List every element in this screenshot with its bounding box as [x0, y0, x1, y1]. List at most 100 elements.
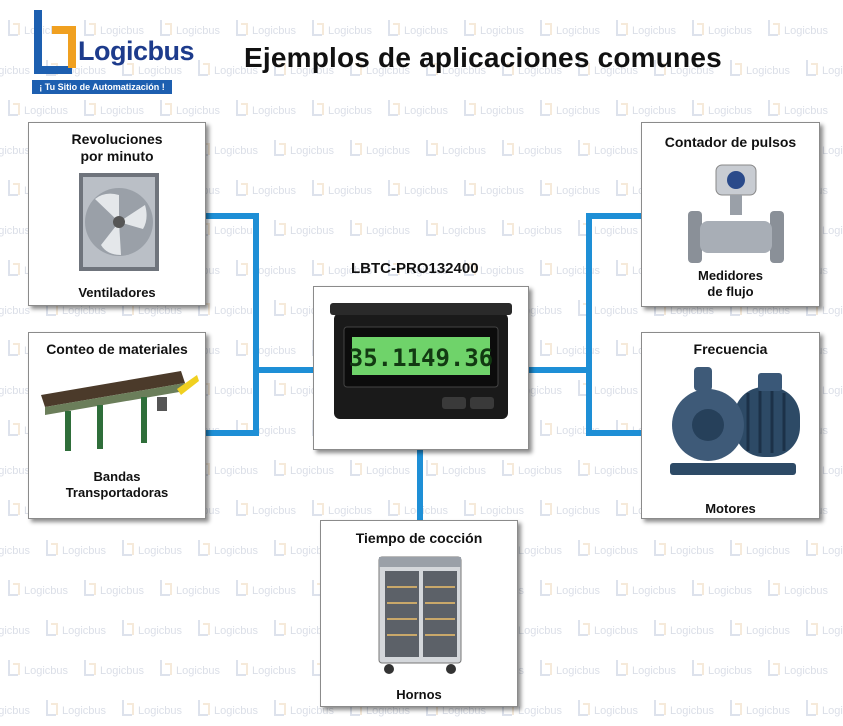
svg-text:Logicbus: Logicbus	[518, 65, 563, 77]
svg-text:Logicbus: Logicbus	[138, 545, 183, 557]
frequency-caption: Motores	[705, 501, 756, 516]
watermark-mark: Logicbus	[578, 540, 639, 557]
svg-text:Logicbus: Logicbus	[176, 25, 221, 37]
watermark-mark: Logicbus	[0, 305, 31, 317]
watermark-mark: Logicbus	[198, 540, 259, 557]
materials-box[interactable]: Conteo de materiales Bandas Transportado…	[28, 332, 206, 519]
lcd-readout: 35.1149.36	[349, 344, 494, 372]
watermark-mark: Logicbus	[236, 180, 297, 197]
frequency-box[interactable]: Frecuencia Motores	[641, 332, 820, 519]
svg-text:Logicbus: Logicbus	[0, 625, 31, 637]
watermark-mark: Logicbus	[198, 620, 259, 637]
watermark-mark: Logicbus	[540, 580, 601, 597]
svg-text:Logicbus: Logicbus	[746, 65, 791, 77]
svg-text:Logicbus: Logicbus	[784, 105, 829, 117]
svg-text:Logicbus: Logicbus	[62, 705, 107, 717]
frequency-title: Frecuencia	[693, 341, 768, 357]
watermark-mark: Logicbus	[46, 620, 107, 637]
watermark-mark: Logicbus	[540, 500, 601, 517]
svg-text:Logicbus: Logicbus	[670, 625, 715, 637]
conveyor-belt-icon	[41, 371, 199, 451]
device-box[interactable]: 35.1149.36	[313, 286, 529, 450]
svg-text:Logicbus: Logicbus	[214, 625, 259, 637]
svg-text:Logicbus: Logicbus	[0, 705, 31, 717]
watermark-mark: Logicbus	[236, 20, 297, 37]
watermark-mark: Logicbus	[502, 220, 563, 237]
svg-text:Logicbus: Logicbus	[138, 705, 183, 717]
svg-text:Logicbus: Logicbus	[138, 625, 183, 637]
cooking-box[interactable]: Tiempo de cocción Hornos	[320, 520, 518, 707]
svg-text:Logicbus: Logicbus	[746, 705, 791, 717]
rpm-box[interactable]: Revoluciones por minuto Ventiladores	[28, 122, 206, 306]
watermark-mark: Logicbus	[616, 100, 677, 117]
svg-text:Logicbus: Logicbus	[100, 665, 145, 677]
materials-title: Conteo de materiales	[46, 341, 188, 357]
svg-text:Logicbus: Logicbus	[24, 105, 69, 117]
svg-text:Logicbus: Logicbus	[252, 105, 297, 117]
svg-text:Logicbus: Logicbus	[594, 305, 639, 317]
watermark-mark: Logicbus	[768, 100, 829, 117]
svg-text:Logicbus: Logicbus	[670, 305, 715, 317]
watermark-mark: Logicbus	[274, 140, 335, 157]
flow-meter-icon	[688, 164, 784, 263]
svg-text:Logicbus: Logicbus	[62, 545, 107, 557]
svg-text:Logicbus: Logicbus	[252, 585, 297, 597]
svg-text:Logicbus: Logicbus	[404, 505, 449, 517]
watermark-mark: Logicbus	[274, 60, 335, 77]
svg-text:Logicbus: Logicbus	[518, 465, 563, 477]
svg-text:Logicbus: Logicbus	[366, 705, 411, 717]
svg-text:Logicbus: Logicbus	[214, 545, 259, 557]
svg-text:Logicbus: Logicbus	[822, 145, 843, 157]
logicbus-logo[interactable]: Logicbus ¡ Tu Sitio de Automatización !	[30, 8, 195, 96]
watermark-mark: Logicbus	[312, 500, 373, 517]
svg-text:Logicbus: Logicbus	[822, 65, 843, 77]
svg-text:Logicbus: Logicbus	[480, 105, 525, 117]
svg-text:Logicbus: Logicbus	[480, 505, 525, 517]
materials-caption-line2: Transportadoras	[65, 485, 169, 500]
svg-text:Logicbus: Logicbus	[252, 25, 297, 37]
svg-text:Logicbus: Logicbus	[518, 705, 563, 717]
svg-text:Logicbus: Logicbus	[214, 465, 259, 477]
pulses-caption-line2: de flujo	[707, 284, 754, 299]
watermark-mark: Logicbus	[274, 460, 335, 477]
watermark-mark: Logicbus	[388, 180, 449, 197]
svg-text:Logicbus: Logicbus	[670, 705, 715, 717]
watermark-mark: Logicbus	[426, 460, 487, 477]
svg-text:Logicbus: Logicbus	[746, 545, 791, 557]
svg-text:Logicbus: Logicbus	[24, 665, 69, 677]
watermark-mark: Logicbus	[0, 65, 31, 77]
watermark-mark: Logicbus	[312, 20, 373, 37]
svg-text:Logicbus: Logicbus	[290, 225, 335, 237]
svg-text:Logicbus: Logicbus	[594, 65, 639, 77]
watermark-mark: Logicbus	[616, 580, 677, 597]
watermark-mark: Logicbus	[46, 540, 107, 557]
svg-text:Logicbus: Logicbus	[822, 705, 843, 717]
svg-text:Logicbus: Logicbus	[518, 305, 563, 317]
watermark-mark: Logicbus	[236, 500, 297, 517]
svg-text:Logicbus: Logicbus	[822, 225, 843, 237]
svg-text:Logicbus: Logicbus	[328, 505, 373, 517]
motor-icon	[670, 367, 800, 475]
svg-text:Logicbus: Logicbus	[290, 465, 335, 477]
svg-text:Logicbus: Logicbus	[138, 305, 183, 317]
watermark-mark: Logicbus	[540, 20, 601, 37]
watermark-mark: Logicbus	[160, 20, 221, 37]
watermark-mark: Logicbus	[312, 260, 373, 277]
watermark-mark: Logicbus	[388, 100, 449, 117]
watermark-mark: Logicbus	[0, 385, 31, 397]
svg-text:Logicbus: Logicbus	[670, 545, 715, 557]
svg-text:Logicbus: Logicbus	[784, 25, 829, 37]
watermark-mark: Logicbus	[8, 100, 69, 117]
svg-text:Logicbus: Logicbus	[518, 385, 563, 397]
svg-text:Logicbus: Logicbus	[822, 465, 843, 477]
svg-text:Logicbus: Logicbus	[0, 385, 31, 397]
watermark-mark: Logicbus	[730, 60, 791, 77]
watermark-mark: Logicbus	[464, 100, 525, 117]
svg-text:Logicbus: Logicbus	[366, 465, 411, 477]
svg-text:Logicbus: Logicbus	[138, 65, 183, 77]
svg-text:Logicbus: Logicbus	[0, 145, 31, 157]
svg-text:Logicbus: Logicbus	[442, 705, 487, 717]
svg-text:Logicbus: Logicbus	[214, 305, 259, 317]
pulses-box[interactable]: Contador de pulsos Medidores de flujo	[641, 122, 820, 307]
pulses-caption-line1: Medidores	[697, 268, 763, 283]
